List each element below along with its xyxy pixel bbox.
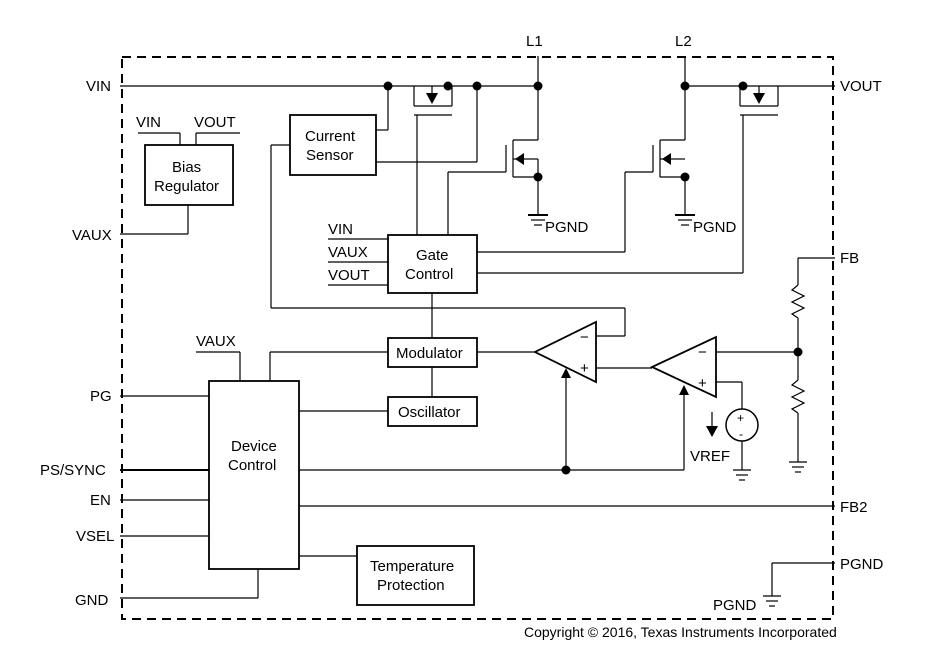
pgnd-label-3: PGND (713, 597, 757, 614)
gate-control-line2: Control (405, 266, 453, 283)
pin-pg-label: PG (90, 388, 112, 405)
pgnd-label-1: PGND (545, 219, 589, 236)
vref-label: VREF (690, 448, 730, 465)
pin-fb2-label: FB2 (840, 499, 868, 516)
gate-control-block: Gate Control (387, 234, 478, 294)
pgnd-label-2: PGND (693, 219, 737, 236)
device-control-line2: Control (228, 457, 276, 474)
vref-source: + - (725, 408, 759, 442)
junctions (383, 81, 803, 475)
gate-vaux-label: VAUX (328, 244, 368, 261)
temperature-protection-block: Temperature Protection (356, 545, 475, 606)
modulator-block: Modulator (387, 337, 478, 368)
vref-minus: - (739, 427, 743, 441)
dc-vaux-label: VAUX (196, 333, 236, 350)
comparator-1-minus: − (580, 329, 589, 346)
pin-vsel-label: VSEL (76, 528, 114, 545)
modulator-label: Modulator (396, 345, 463, 362)
wiring (120, 56, 835, 607)
temperature-protection-line2: Protection (377, 577, 445, 594)
pin-fb-label: FB (840, 250, 859, 267)
gate-control-line1: Gate (416, 247, 449, 264)
current-sensor-line1: Current (305, 128, 356, 145)
current-sensor-line2: Sensor (306, 147, 354, 164)
pin-vaux-label: VAUX (72, 227, 112, 244)
bias-regulator-line2: Regulator (154, 178, 219, 195)
gate-vin-label: VIN (328, 221, 353, 238)
error-amplifier-minus: − (698, 344, 707, 361)
pin-l2-label: L2 (675, 33, 692, 50)
pin-l1-label: L1 (526, 33, 543, 50)
temperature-protection-line1: Temperature (370, 558, 454, 575)
copyright-text: Copyright © 2016, Texas Instruments Inco… (524, 624, 837, 640)
pin-en-label: EN (90, 492, 111, 509)
bias-regulator-line1: Bias (172, 159, 201, 176)
pin-vout-label: VOUT (840, 78, 882, 95)
oscillator-label: Oscillator (398, 404, 461, 421)
comparator-1: − + (532, 320, 597, 384)
pin-ps-sync-label: PS/SYNC (40, 462, 106, 479)
error-amplifier: − + (649, 335, 717, 399)
bias-regulator-block: Bias Regulator (144, 144, 234, 206)
pin-pgnd-label: PGND (840, 556, 884, 573)
current-sensor-block: Current Sensor (289, 114, 377, 176)
comparator-1-plus: + (580, 360, 589, 377)
oscillator-block: Oscillator (387, 396, 478, 427)
error-amplifier-plus: + (698, 375, 707, 392)
gate-vout-label: VOUT (328, 267, 370, 284)
device-control-block: Device Control (208, 380, 300, 570)
device-control-line1: Device (231, 438, 277, 455)
chip-boundary (121, 56, 834, 620)
bias-vout-label: VOUT (194, 114, 236, 131)
bias-vin-label: VIN (136, 114, 161, 131)
pin-gnd-label: GND (75, 592, 109, 609)
pin-vin-label: VIN (86, 78, 111, 95)
vref-plus: + (737, 411, 744, 425)
